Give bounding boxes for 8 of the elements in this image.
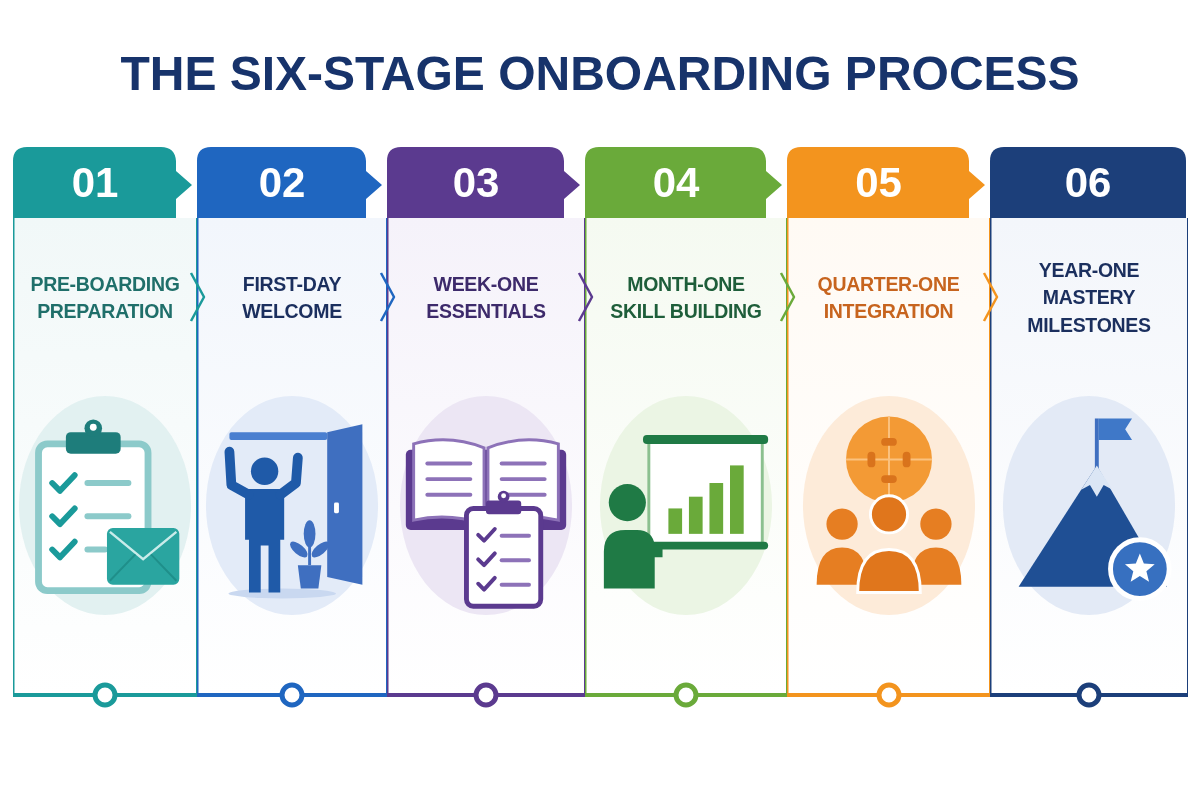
stage-title: QUARTER-ONE INTEGRATION bbox=[816, 271, 961, 324]
stage-title: YEAR-ONE MASTERY MILESTONES bbox=[1026, 258, 1152, 338]
stage-title: PRE-BOARDING PREPARATION bbox=[29, 271, 181, 324]
stage-title: MONTH-ONE SKILL BUILDING bbox=[609, 271, 763, 324]
stage-title: FIRST-DAY WELCOME bbox=[241, 271, 343, 324]
stage-title: WEEK-ONE ESSENTIALS bbox=[425, 271, 547, 324]
number-tab: 06 bbox=[990, 147, 1186, 218]
title: THE SIX-STAGE ONBOARDING PROCESS bbox=[120, 48, 1080, 101]
